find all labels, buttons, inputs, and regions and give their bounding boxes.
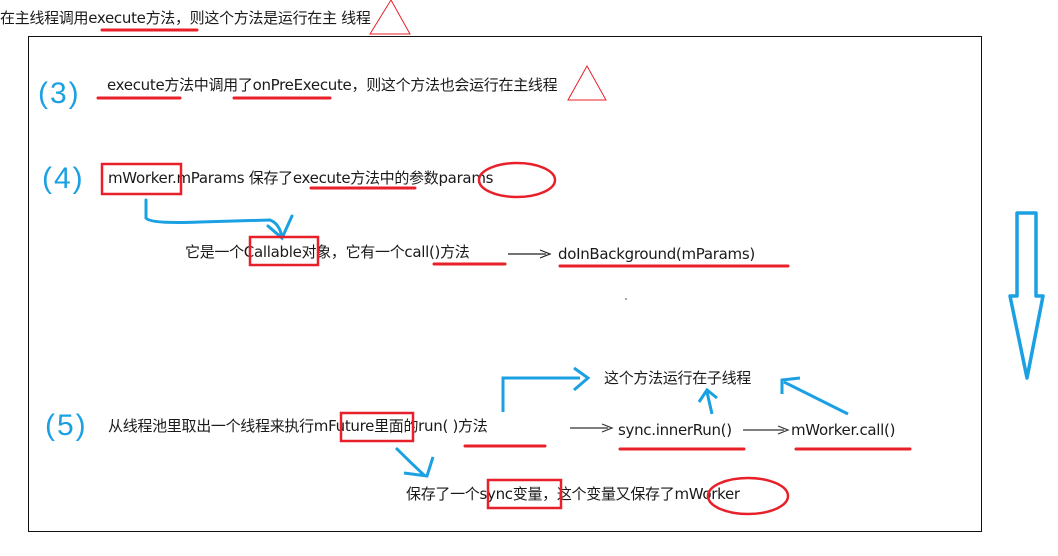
step-5-number: (5) bbox=[45, 409, 88, 442]
step-5-text: 从线程池里取出一个线程来执行mFuture里面的run( )方法 bbox=[108, 417, 488, 435]
step-3-number: (3) bbox=[38, 77, 81, 110]
step-4-text: mWorker.mParams 保存了execute方法中的参数params bbox=[108, 169, 494, 187]
chain-inner-run: sync.innerRun() bbox=[618, 421, 732, 439]
triangle-icon bbox=[369, 0, 411, 35]
step-5-sync-note: 保存了一个sync变量，这个变量又保存了mWorker bbox=[406, 485, 740, 503]
diagram-frame bbox=[28, 36, 982, 532]
thread-note: 这个方法运行在子线程 bbox=[604, 369, 752, 387]
step-4-doinbackground: doInBackground(mParams) bbox=[558, 245, 755, 263]
down-arrow-icon bbox=[1008, 211, 1045, 380]
step-4-number: (4) bbox=[42, 162, 85, 195]
chain-mworker-call: mWorker.call() bbox=[791, 421, 896, 439]
step-4-callable-note: 它是一个Callable对象，它有一个call()方法 bbox=[185, 243, 470, 261]
step-3-text: execute方法中调用了onPreExecute，则这个方法也会运行在主线程 bbox=[107, 76, 558, 94]
header-note: 在主线程调用execute方法，则这个方法是运行在主 线程 bbox=[0, 9, 371, 27]
